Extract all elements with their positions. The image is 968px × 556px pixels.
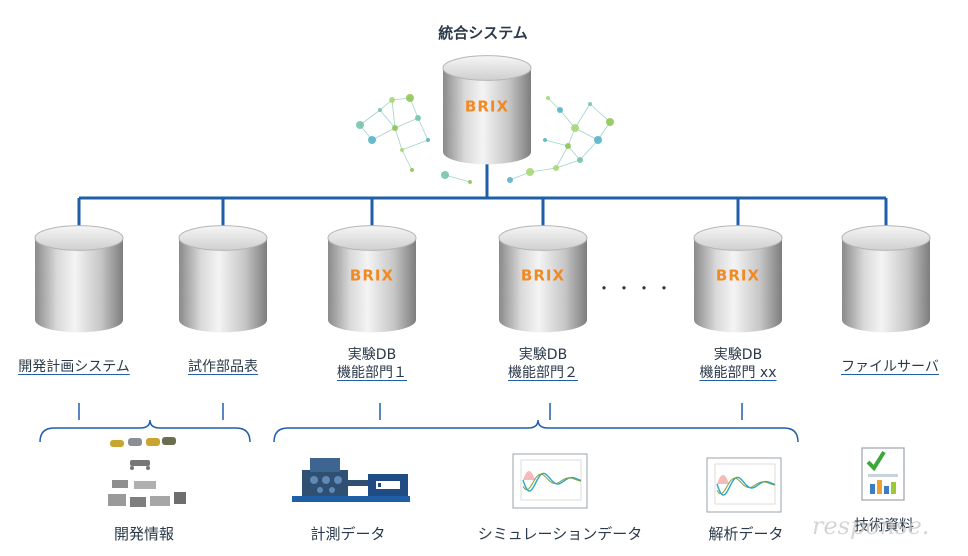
database-icon-6	[841, 225, 931, 333]
brix-logo: BRIX	[465, 97, 509, 115]
output-analysis: 解析データ	[708, 525, 784, 543]
central-database-icon: BRIX	[442, 55, 532, 165]
database-icon-2	[178, 225, 268, 333]
ellipsis: ・・・・	[595, 279, 677, 298]
integrated-system-title: 統合システム	[438, 24, 528, 42]
database-icon-5: BRIX	[693, 225, 783, 333]
database-icon-4: BRIX	[498, 225, 588, 333]
connector-lines	[77, 160, 888, 228]
output-simulation: シミュレーションデータ	[477, 525, 643, 543]
db-label-file-server: ファイルサーバ	[841, 359, 939, 375]
db-label-exp-xx-line2: 機能部門 xx	[699, 365, 777, 381]
document-report-icon	[861, 447, 905, 501]
grouping-braces	[39, 403, 799, 443]
analysis-chart-icon	[706, 457, 782, 513]
brix-logo: BRIX	[716, 266, 760, 284]
db-label-exp-1-line2: 機能部門１	[337, 365, 407, 381]
network-graph-icon	[356, 94, 614, 184]
database-cylinders: BRIX BRIX BRIX BRIX	[34, 55, 931, 333]
db-label-exp-2-line2: 機能部門２	[508, 365, 578, 381]
output-measurement: 計測データ	[310, 525, 386, 543]
db-label-exp-2-line1: 実験DB	[518, 347, 568, 363]
db-label-prototype-bom: 試作部品表	[188, 359, 258, 375]
output-tech-docs: 技術資料	[853, 516, 915, 534]
brix-logo: BRIX	[521, 266, 565, 284]
db-label-dev-plan: 開発計画システム	[18, 359, 130, 375]
watermark: response.	[812, 512, 930, 540]
output-dev-info: 開発情報	[113, 525, 175, 543]
database-icon-1	[34, 225, 124, 333]
db-label-exp-xx-line1: 実験DB	[713, 347, 763, 363]
vehicle-parts-icon	[108, 437, 186, 507]
db-label-exp-1-line1: 実験DB	[347, 347, 397, 363]
database-icon-3: BRIX	[327, 225, 417, 333]
brix-logo: BRIX	[350, 266, 394, 284]
engine-test-bench-icon	[292, 458, 410, 502]
simulation-chart-icon	[512, 453, 588, 509]
